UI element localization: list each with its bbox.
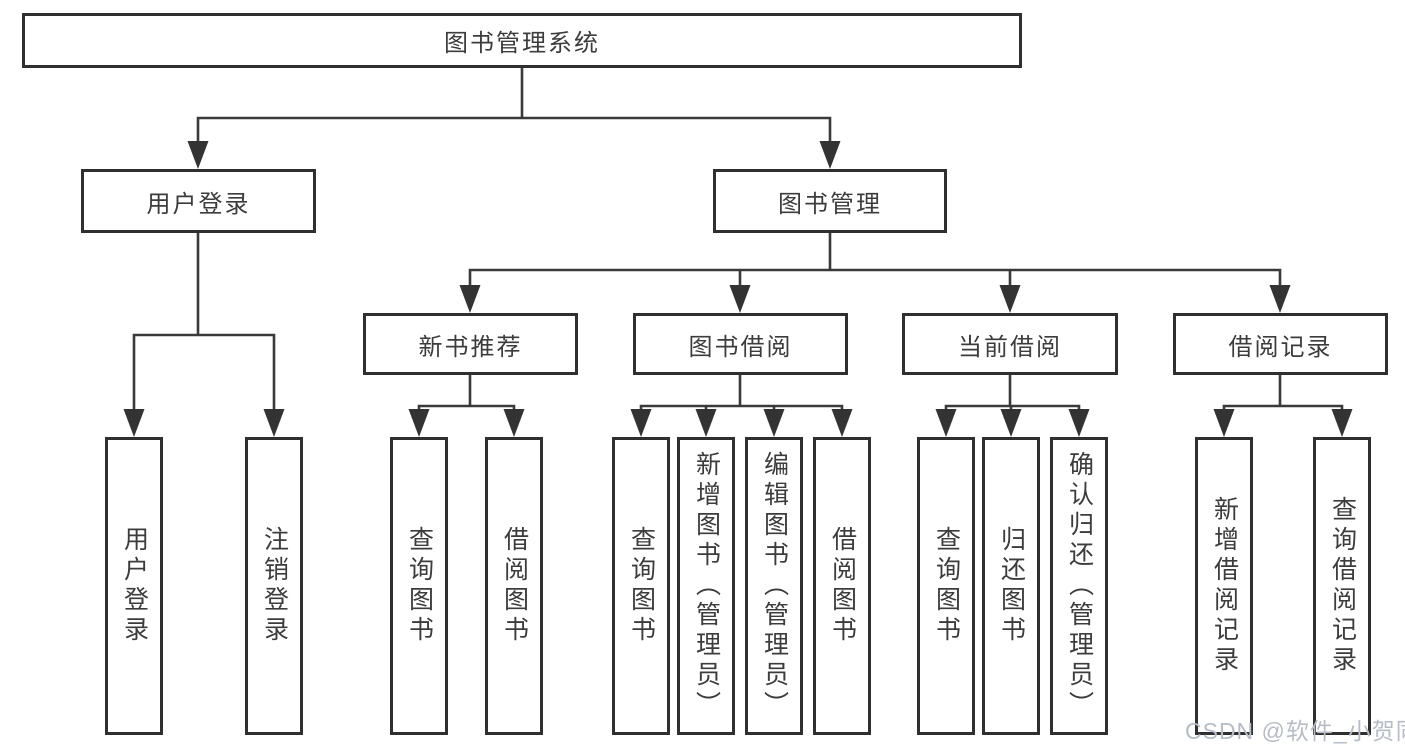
node-label: 查询借阅记录 bbox=[1328, 496, 1357, 676]
leaf-edit-book-admin: 编辑图书（管理员） bbox=[745, 437, 803, 735]
node-user-login: 用户登录 bbox=[81, 169, 316, 233]
arrow-down-icon bbox=[408, 409, 430, 437]
node-current-borrow: 当前借阅 bbox=[902, 313, 1118, 375]
node-label: 图书管理系统 bbox=[444, 30, 600, 57]
arrow-down-icon bbox=[263, 409, 285, 437]
arrow-down-icon bbox=[1269, 285, 1291, 313]
arrow-down-icon bbox=[935, 409, 957, 437]
arrow-down-icon bbox=[729, 285, 751, 313]
arrow-down-icon bbox=[123, 409, 145, 437]
node-label: 借阅图书 bbox=[828, 526, 857, 646]
node-label: 归还图书 bbox=[997, 526, 1026, 646]
node-label: 新增图书（管理员） bbox=[692, 451, 721, 721]
arrow-down-icon bbox=[763, 409, 785, 437]
leaf-user-login: 用户登录 bbox=[105, 437, 163, 735]
arrow-down-icon bbox=[503, 409, 525, 437]
node-label: 新增借阅记录 bbox=[1210, 496, 1239, 676]
arrow-down-icon bbox=[1000, 409, 1022, 437]
arrow-down-icon bbox=[1213, 409, 1235, 437]
arrow-down-icon bbox=[695, 409, 717, 437]
arrow-down-icon bbox=[999, 285, 1021, 313]
node-label: 用户登录 bbox=[120, 526, 149, 646]
node-label: 注销登录 bbox=[260, 526, 289, 646]
leaf-query-books-current: 查询图书 bbox=[917, 437, 975, 735]
node-borrow-records: 借阅记录 bbox=[1173, 313, 1388, 375]
leaf-add-book-admin: 新增图书（管理员） bbox=[677, 437, 735, 735]
arrow-down-icon bbox=[630, 409, 652, 437]
leaf-borrow-books: 借阅图书 bbox=[813, 437, 871, 735]
arrow-down-icon bbox=[819, 141, 841, 169]
node-label: 查询图书 bbox=[932, 526, 961, 646]
node-label: 查询图书 bbox=[405, 526, 434, 646]
node-label: 图书借阅 bbox=[688, 333, 793, 361]
csdn-watermark: CSDN @软件_小贺同学 bbox=[1185, 718, 1405, 744]
leaf-logout: 注销登录 bbox=[245, 437, 303, 735]
arrow-down-icon bbox=[1068, 409, 1090, 437]
leaf-borrow-books-recommend: 借阅图书 bbox=[485, 437, 543, 735]
node-new-book-recommend: 新书推荐 bbox=[363, 313, 578, 375]
leaf-add-borrow-record: 新增借阅记录 bbox=[1195, 437, 1253, 735]
leaf-query-borrow-record: 查询借阅记录 bbox=[1313, 437, 1371, 735]
arrow-down-icon bbox=[1331, 409, 1353, 437]
node-label: 编辑图书（管理员） bbox=[760, 451, 789, 721]
node-book-borrow: 图书借阅 bbox=[633, 313, 848, 375]
node-label: 确认归还（管理员） bbox=[1065, 451, 1094, 721]
leaf-query-books-recommend: 查询图书 bbox=[390, 437, 448, 735]
node-label: 当前借阅 bbox=[958, 333, 1062, 361]
node-label: 查询图书 bbox=[627, 526, 656, 646]
node-label: 借阅图书 bbox=[500, 526, 529, 646]
node-label: 借阅记录 bbox=[1228, 333, 1333, 361]
node-book-management: 图书管理 bbox=[713, 169, 947, 233]
arrow-down-icon bbox=[831, 409, 853, 437]
node-label: 图书管理 bbox=[778, 190, 882, 218]
arrow-down-icon bbox=[459, 285, 481, 313]
arrow-down-icon bbox=[187, 141, 209, 169]
node-label: 用户登录 bbox=[146, 190, 251, 218]
arrowheads bbox=[123, 141, 1353, 437]
leaf-query-books-borrow: 查询图书 bbox=[612, 437, 670, 735]
node-library-management-system: 图书管理系统 bbox=[22, 13, 1022, 68]
leaf-return-book: 归还图书 bbox=[982, 437, 1040, 735]
node-label: 新书推荐 bbox=[418, 333, 523, 361]
leaf-confirm-return-admin: 确认归还（管理员） bbox=[1050, 437, 1108, 735]
